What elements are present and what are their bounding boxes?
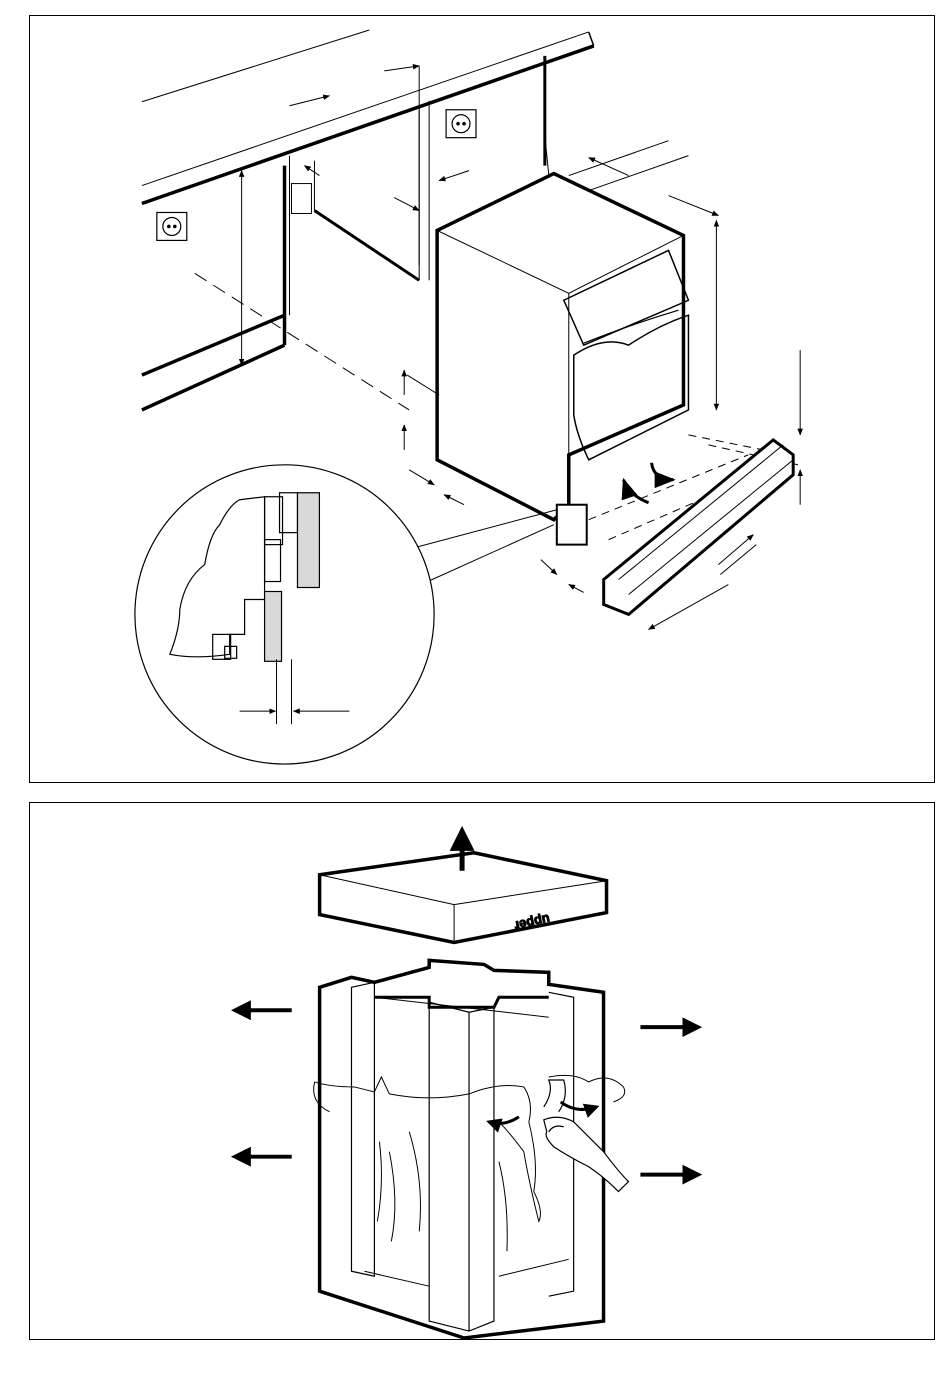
detail-magnifier bbox=[135, 465, 434, 764]
unpacking-diagram: ɹǝddn bbox=[30, 803, 934, 1339]
detail-callout-leader bbox=[407, 510, 557, 585]
installation-diagram-panel bbox=[29, 15, 935, 783]
plinth-strip bbox=[604, 440, 794, 615]
rotate-arrow-icon bbox=[624, 463, 674, 503]
appliance bbox=[437, 174, 688, 545]
power-socket-icon bbox=[446, 110, 476, 138]
unpacking-diagram-panel: ɹǝddn bbox=[29, 802, 935, 1340]
installation-diagram bbox=[30, 16, 934, 782]
power-socket-icon bbox=[157, 212, 187, 240]
